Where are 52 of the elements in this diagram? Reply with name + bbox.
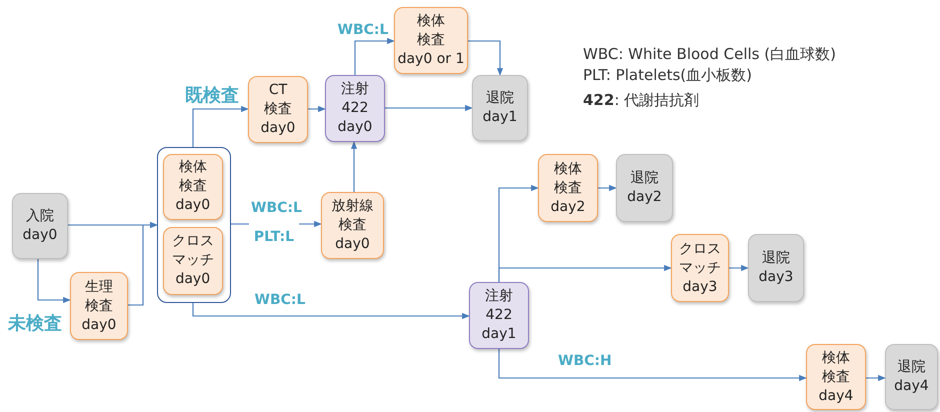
arrow xyxy=(128,222,158,306)
arrow xyxy=(37,259,71,304)
status-box xyxy=(12,193,68,259)
status-box xyxy=(616,154,673,222)
node-text: 入院 day0 xyxy=(22,207,58,245)
group-frame xyxy=(157,147,231,303)
arrow xyxy=(385,104,473,112)
node-text: 退院 day4 xyxy=(894,358,929,396)
arrow xyxy=(308,106,326,112)
node-text: 生理検査 day0 xyxy=(82,278,116,334)
process-box xyxy=(671,234,729,302)
node-text: 注射 422 day1 xyxy=(480,287,518,344)
legend-note: PLT: Platelets(血小板数) xyxy=(583,66,752,84)
node-text: 退院 day3 xyxy=(758,249,794,287)
process-box xyxy=(806,344,866,410)
process-box xyxy=(325,75,385,142)
arrow xyxy=(468,40,504,76)
node-text: 検体検査 day0 or 1 xyxy=(398,12,464,69)
edge-label: 既検査 xyxy=(183,86,241,106)
status-box xyxy=(885,344,938,410)
arrow xyxy=(866,374,886,382)
legend-note: WBC: White Blood Cells (白血球数) xyxy=(583,45,836,63)
node-text: 検体検査 day4 xyxy=(818,348,854,406)
node-text: 検体検査 day0 xyxy=(175,158,210,216)
node-text: 退院 day1 xyxy=(482,89,518,127)
node-text: 検体検査 day2 xyxy=(550,160,586,216)
edge-label: WBC:L xyxy=(336,22,390,38)
node-text: 注射 422 day0 xyxy=(336,80,374,137)
arrow xyxy=(498,349,807,382)
node-text: CT 検査 day0 xyxy=(260,81,296,138)
arrow xyxy=(354,38,395,75)
arrow xyxy=(192,106,249,147)
process-box xyxy=(162,154,223,220)
process-box xyxy=(469,282,529,349)
edge-label: 未検査 xyxy=(6,314,64,334)
arrow xyxy=(192,303,470,320)
process-box xyxy=(321,192,384,259)
arrow xyxy=(350,141,358,192)
node-text: クロスマッチ day3 xyxy=(678,240,722,296)
process-box xyxy=(248,76,308,143)
process-box xyxy=(162,226,223,295)
arrow xyxy=(598,184,617,192)
node-text: クロスマッチ day0 xyxy=(171,232,214,290)
status-box xyxy=(748,234,804,302)
arrow xyxy=(729,264,749,272)
status-box xyxy=(472,75,528,141)
process-box xyxy=(70,272,128,340)
arrow xyxy=(498,264,672,282)
legend-note: 422: 代謝拮抗剤 xyxy=(583,91,700,109)
process-box xyxy=(538,154,598,222)
node-text: 放射線検査 day0 xyxy=(330,197,374,254)
node-text: 退院 day2 xyxy=(627,169,662,207)
